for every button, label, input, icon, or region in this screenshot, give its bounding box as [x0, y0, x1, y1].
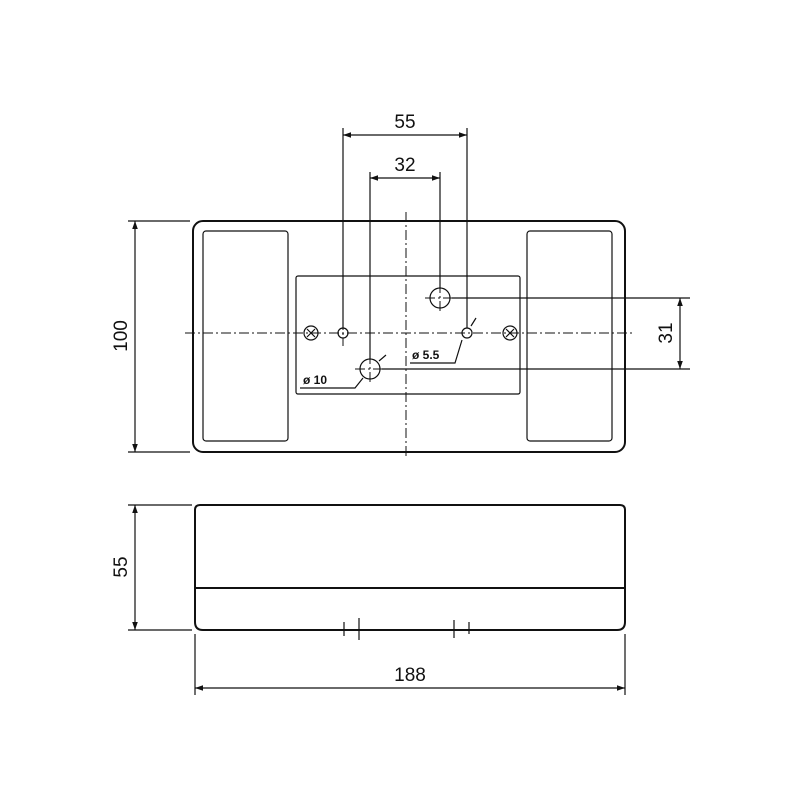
screw-left-icon — [303, 325, 319, 341]
dim-hole-spacing-outer: 55 — [394, 112, 415, 133]
top-view: 55 32 100 31 ø 10 ø 5.5 — [111, 112, 690, 456]
side-outline — [194, 504, 626, 631]
dim-depth: 55 — [111, 556, 132, 577]
left-lens — [202, 230, 289, 442]
dim-hole-spacing-inner: 32 — [394, 155, 415, 176]
housing-outline — [192, 220, 626, 453]
dim-vertical-offset: 31 — [656, 322, 677, 343]
mounting-plate — [295, 275, 521, 395]
right-lens — [526, 230, 613, 442]
dim-width: 188 — [394, 665, 426, 686]
side-view: 55 188 — [111, 504, 626, 695]
screw-right-icon — [502, 325, 518, 341]
label-hole-large: ø 10 — [303, 373, 327, 387]
label-hole-small: ø 5.5 — [412, 348, 440, 362]
dim-height: 100 — [111, 320, 132, 352]
